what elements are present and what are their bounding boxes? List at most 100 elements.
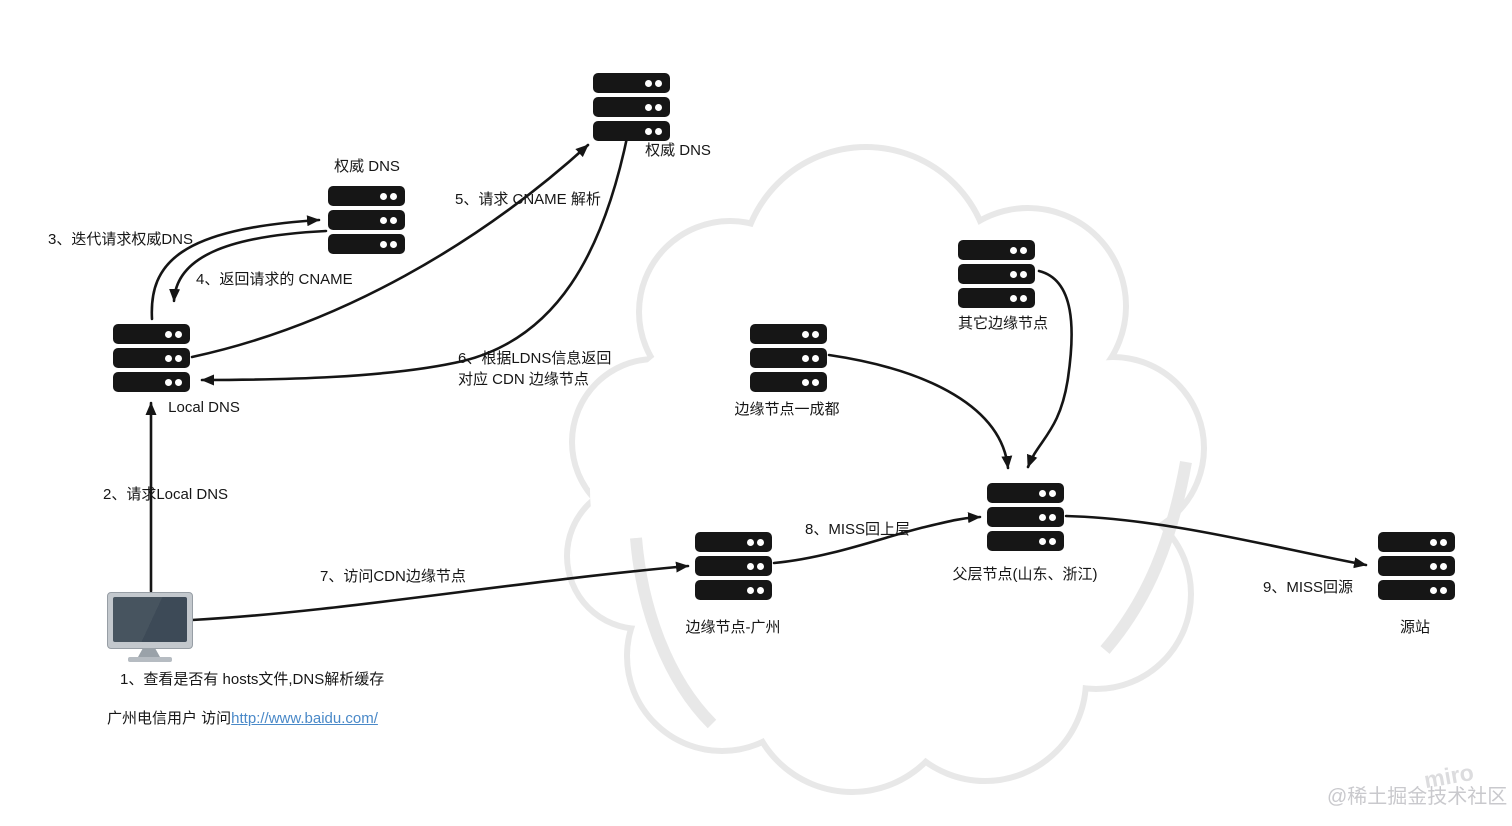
step-4-label: 4、返回请求的 CNAME xyxy=(196,271,353,288)
server-led xyxy=(1049,489,1056,497)
arrow-step4-return-cname xyxy=(169,229,328,303)
node-label-edge-chengdu: 边缘节点一成都 xyxy=(734,401,840,418)
arrow-step6-return-edge-node xyxy=(200,131,630,386)
step-5-label: 5、请求 CNAME 解析 xyxy=(455,191,601,208)
baidu-link[interactable]: http://www.baidu.com/ xyxy=(231,710,378,727)
server-stack-auth-dns-top xyxy=(593,73,670,141)
server-led xyxy=(1010,270,1017,278)
step-1-label: 1、查看是否有 hosts文件,DNS解析缓存 xyxy=(120,671,385,688)
server-led xyxy=(1039,537,1046,545)
monitor-stand xyxy=(138,648,160,657)
arrow-chengdu-to-parent xyxy=(827,353,1013,470)
server-led xyxy=(1039,513,1046,521)
server-led xyxy=(165,330,172,338)
server-unit xyxy=(328,234,405,254)
server-led xyxy=(1440,538,1447,546)
server-unit xyxy=(987,507,1064,527)
arrow-other-edge-to-parent xyxy=(1026,269,1073,469)
server-led xyxy=(390,192,397,200)
user-caption-prefix: 广州电信用户 访问 xyxy=(107,710,232,727)
server-led xyxy=(1049,537,1056,545)
server-unit xyxy=(1378,556,1455,576)
server-stack-edge-chengdu xyxy=(750,324,827,392)
arrow-step8-miss-upstream xyxy=(772,512,982,565)
server-unit xyxy=(750,324,827,344)
server-led xyxy=(1020,294,1027,302)
server-stack-local-dns xyxy=(113,324,190,392)
server-led xyxy=(1049,513,1056,521)
community-watermark: @稀土掘金技术社区 xyxy=(1327,786,1508,808)
server-led xyxy=(655,79,662,87)
server-led xyxy=(757,562,764,570)
server-led xyxy=(175,330,182,338)
server-unit xyxy=(958,288,1035,308)
server-led xyxy=(165,378,172,386)
arrow-step3-iterate-auth-dns xyxy=(150,215,321,321)
server-led xyxy=(1430,562,1437,570)
server-unit xyxy=(695,580,772,600)
server-unit xyxy=(328,186,405,206)
server-led xyxy=(1039,489,1046,497)
step-6-label-line2: 对应 CDN 边缘节点 xyxy=(458,371,589,388)
node-label-auth-dns-mid: 权威 DNS xyxy=(334,158,400,175)
server-unit xyxy=(958,240,1035,260)
server-unit xyxy=(695,556,772,576)
server-led xyxy=(757,538,764,546)
server-led xyxy=(812,354,819,362)
server-led xyxy=(747,538,754,546)
server-stack-parent-node xyxy=(987,483,1064,551)
step-6-label-line1: 6、根据LDNS信息返回 xyxy=(458,350,612,367)
server-unit xyxy=(958,264,1035,284)
server-led xyxy=(802,378,809,386)
server-unit xyxy=(750,348,827,368)
step-2-label: 2、请求Local DNS xyxy=(103,486,229,503)
node-label-parent-node: 父层节点(山东、浙江) xyxy=(952,566,1098,583)
server-unit xyxy=(113,348,190,368)
step-3-label: 3、迭代请求权威DNS xyxy=(48,231,194,248)
server-led xyxy=(1020,270,1027,278)
server-led xyxy=(802,354,809,362)
server-led xyxy=(1440,586,1447,594)
server-led xyxy=(645,79,652,87)
node-label-origin: 源站 xyxy=(1399,619,1431,636)
server-unit xyxy=(987,531,1064,551)
node-label-edge-guangzhou: 边缘节点-广州 xyxy=(685,619,781,636)
monitor-base xyxy=(128,657,172,662)
monitor-icon xyxy=(107,592,193,649)
user-computer xyxy=(107,592,193,664)
server-led xyxy=(655,103,662,111)
server-unit xyxy=(593,121,670,141)
server-led xyxy=(645,103,652,111)
server-stack-edge-guangzhou xyxy=(695,532,772,600)
server-led xyxy=(757,586,764,594)
server-led xyxy=(165,354,172,362)
server-led xyxy=(380,216,387,224)
server-led xyxy=(655,127,662,135)
server-stack-auth-dns-mid xyxy=(328,186,405,254)
monitor-screen xyxy=(113,597,187,642)
server-led xyxy=(175,378,182,386)
server-led xyxy=(380,192,387,200)
server-led xyxy=(1020,246,1027,254)
server-led xyxy=(175,354,182,362)
server-led xyxy=(380,240,387,248)
server-led xyxy=(747,586,754,594)
server-unit xyxy=(750,372,827,392)
server-led xyxy=(802,330,809,338)
server-led xyxy=(1010,246,1017,254)
server-led xyxy=(812,378,819,386)
server-led xyxy=(645,127,652,135)
server-unit xyxy=(593,73,670,93)
server-unit xyxy=(1378,532,1455,552)
node-label-local-dns: Local DNS xyxy=(168,399,240,416)
server-led xyxy=(1430,538,1437,546)
node-label-other-edge: 其它边缘节点 xyxy=(957,315,1049,332)
server-led xyxy=(812,330,819,338)
arrow-step5-request-cname xyxy=(190,143,590,359)
server-stack-other-edge xyxy=(958,240,1035,308)
server-led xyxy=(747,562,754,570)
server-unit xyxy=(987,483,1064,503)
step-7-label: 7、访问CDN边缘节点 xyxy=(320,568,466,585)
server-led xyxy=(390,216,397,224)
